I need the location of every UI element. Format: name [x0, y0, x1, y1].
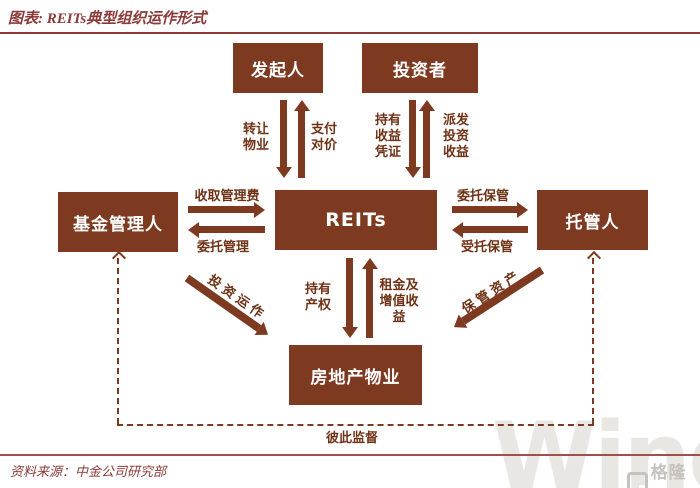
gelonghui-logo-text: 格隆汇 — [650, 463, 687, 482]
label-entrust-custody: 委托保管 — [456, 188, 509, 203]
arrow-accept-custody-left — [452, 221, 528, 238]
footer-rule — [0, 454, 700, 456]
box-sponsor: 发起人 — [233, 43, 323, 93]
label-collect-mgmt-fee: 收取管理费 — [194, 188, 260, 203]
label-safekeep-assets: 保管资产 — [458, 266, 525, 317]
arrow-collect-mgmt-fee-right — [188, 201, 265, 218]
header-rule — [0, 32, 700, 34]
box-investor: 投资者 — [362, 43, 478, 93]
source-note: 资料来源：中金公司研究部 — [10, 464, 167, 479]
label-hold-certificates: 持有 收益 凭证 — [374, 112, 401, 159]
arrow-hold-certificates-down — [404, 100, 421, 178]
dashed-line-bottom — [117, 424, 594, 426]
label-entrust-management: 委托管理 — [196, 239, 249, 254]
label-accept-custody: 受托保管 — [460, 239, 513, 254]
dashed-line-fund-manager — [117, 258, 119, 424]
arrow-pay-consideration-up — [293, 100, 310, 178]
label-transfer-property: 转让 物业 — [242, 121, 269, 152]
arrow-distribute-returns-up — [418, 100, 435, 178]
box-custodian: 托管人 — [537, 190, 648, 250]
label-pay-consideration: 支付 对价 — [310, 121, 337, 152]
dashed-arrowhead-left-icon — [111, 250, 127, 266]
dashed-arrowhead-right-icon — [586, 250, 602, 266]
label-mutual-supervision: 彼此监督 — [325, 430, 378, 445]
wind-watermark: Wind — [492, 403, 700, 488]
arrow-hold-title-down — [341, 258, 358, 338]
label-distribute-returns: 派发 投资 收益 — [442, 112, 469, 159]
arrow-rent-appreciation-up — [361, 258, 378, 338]
label-rent-appreciation: 租金及 增值收 益 — [379, 277, 419, 324]
arrow-entrust-custody-right — [452, 201, 528, 218]
box-fund-manager: 基金管理人 — [58, 192, 178, 252]
gelonghui-logo-icon — [627, 472, 648, 488]
dashed-line-custodian — [592, 258, 594, 424]
chart-title: 图表: REITs典型组织运作形式 — [8, 11, 207, 27]
arrow-entrust-management-left — [188, 221, 265, 238]
gelonghui-logo: 格隆汇 — [627, 458, 700, 488]
box-property: 房地产物业 — [289, 345, 422, 405]
label-hold-title: 持有 产权 — [304, 281, 331, 312]
box-reits: REITs — [275, 190, 437, 250]
arrow-transfer-property-down — [275, 100, 292, 178]
